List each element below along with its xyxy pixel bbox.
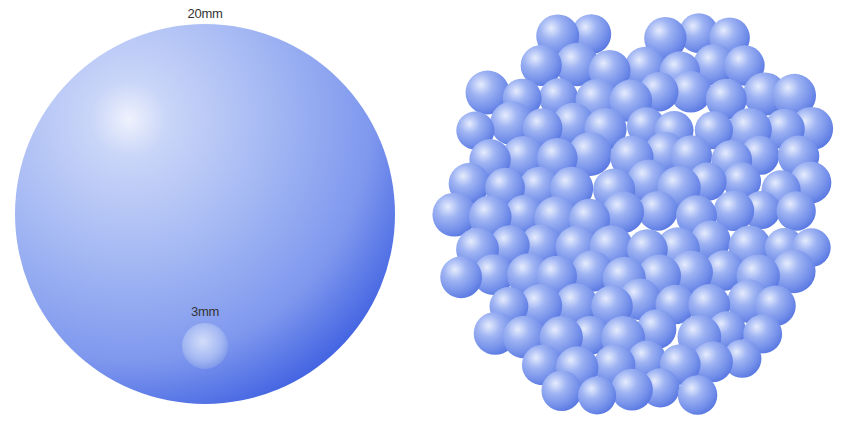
small-sphere bbox=[578, 376, 616, 414]
small-sphere bbox=[678, 375, 717, 414]
sphere bbox=[15, 24, 395, 404]
sphere bbox=[182, 323, 228, 369]
small-sphere bbox=[541, 371, 581, 411]
dimension-label: 3mm bbox=[175, 304, 235, 320]
small-sphere bbox=[776, 191, 815, 230]
small-sphere bbox=[440, 256, 482, 298]
large-sphere: 20mm 3mm bbox=[15, 6, 395, 404]
dimension-label: 20mm bbox=[15, 6, 395, 22]
small-sphere bbox=[611, 369, 653, 411]
small-sphere-node: 3mm bbox=[175, 304, 235, 369]
small-spheres bbox=[432, 13, 833, 414]
sphere-outline bbox=[175, 323, 235, 369]
